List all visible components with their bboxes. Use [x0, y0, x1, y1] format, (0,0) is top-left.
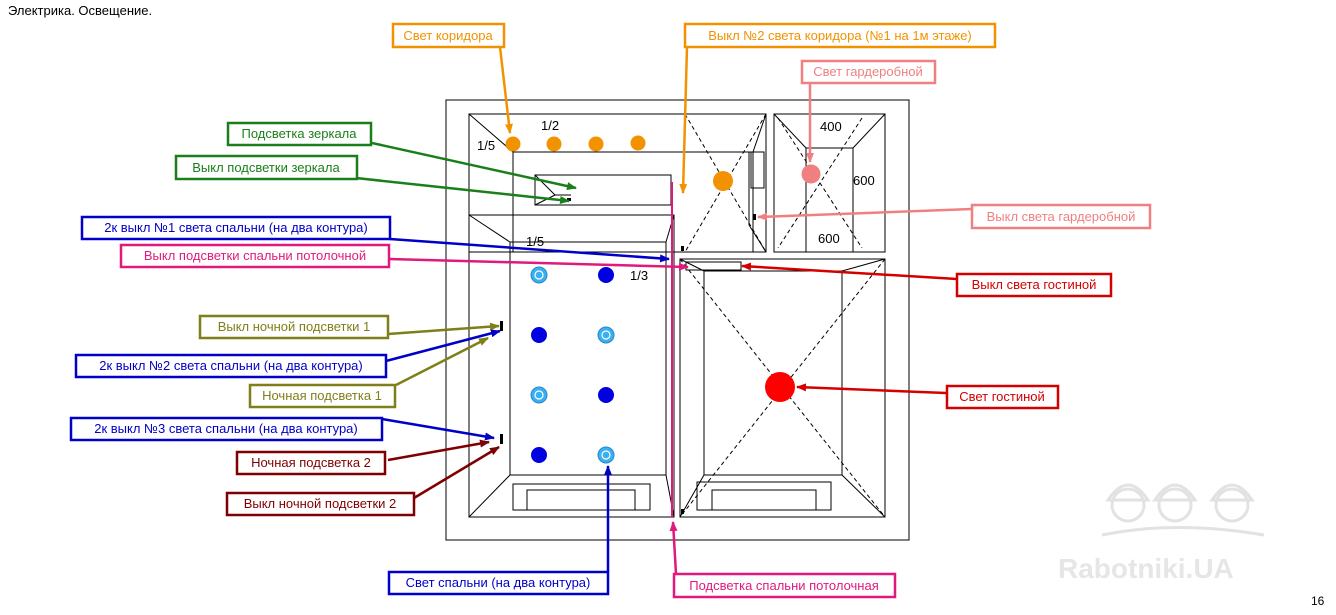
bedroom-light-outer-circuit [530, 266, 615, 464]
svg-text:Выкл света гостиной: Выкл света гостиной [972, 277, 1097, 292]
switch-mark [681, 246, 684, 251]
callout-bedroom-ceiling-switch: Выкл подсветки спальни потолочной [119, 243, 391, 269]
switch-mark [753, 214, 756, 220]
arrow-bedroom-switch-2 [385, 329, 501, 363]
callout-mirror-backlight-switch: Выкл подсветки зеркала [174, 154, 359, 181]
callout-wardrobe-light: Свет гардеробной [800, 59, 937, 85]
corridor-light [546, 136, 562, 152]
callout-bedroom-ceiling-light: Подсветка спальни потолочная [672, 572, 897, 599]
svg-text:Свет спальни (на два контура): Свет спальни (на два контура) [406, 575, 591, 590]
callout-bedroom-switch-3: 2к выкл №3 света спальни (на два контура… [69, 416, 384, 442]
bedroom-light [531, 447, 547, 463]
callout-night-switch-1: Выкл ночной подсветки 1 [198, 314, 390, 340]
arrow-corridor-switch-2 [679, 46, 689, 194]
svg-text:Подсветка зеркала: Подсветка зеркала [242, 126, 358, 141]
corridor-light [588, 136, 604, 152]
callout-corridor-switch-2: Выкл №2 света коридора (№1 на 1м этаже) [683, 22, 997, 49]
corridor-light [505, 136, 521, 152]
callout-night-light-2: Ночная подсветка 2 [235, 450, 387, 476]
svg-text:2к выкл №2 света спальни (на д: 2к выкл №2 света спальни (на два контура… [99, 358, 363, 373]
page-title: Электрика. Освещение. [8, 3, 153, 18]
callout-wardrobe-switch: Выкл света гардеробной [970, 203, 1152, 230]
callout-night-light-1: Ночная подсветка 1 [248, 383, 397, 409]
dimension-400: 400 [820, 119, 842, 134]
bedroom-light [598, 387, 614, 403]
dimension-1-3: 1/3 [630, 268, 648, 283]
floor-plan-walls [445, 99, 910, 541]
svg-text:2к выкл №1 света спальни (на д: 2к выкл №1 света спальни (на два контура… [104, 220, 368, 235]
bedroom-light-ring [534, 390, 544, 400]
bedroom-light [597, 326, 615, 344]
arrow-mirror-backlight-switch [355, 176, 570, 205]
callout-bedroom-light: Свет спальни (на два контура) [387, 570, 610, 596]
bedroom-light [530, 266, 548, 284]
dimension-600-bottom: 600 [818, 231, 840, 246]
svg-text:Ночная подсветка 1: Ночная подсветка 1 [262, 388, 382, 403]
arrow-bedroom-ceiling-switch [388, 257, 689, 271]
arrow-living-light [796, 383, 947, 395]
callout-mirror-backlight: Подсветка зеркала [226, 121, 373, 147]
arrow-mirror-backlight [371, 141, 577, 190]
arrow-bedroom-switch-1 [389, 237, 670, 263]
svg-text:Выкл №2 света коридора (№1 на: Выкл №2 света коридора (№1 на 1м этаже) [708, 28, 972, 43]
arrow-living-switch [741, 262, 958, 281]
callout-corridor-light: Свет коридора [391, 22, 506, 49]
page-number: 16 [1311, 594, 1325, 608]
living-room-light [765, 372, 795, 402]
arrow-night-switch-2 [413, 445, 500, 500]
switch-mark [500, 434, 503, 444]
arrow-night-light-1 [395, 336, 489, 387]
dimension-600-right: 600 [853, 173, 875, 188]
callout-bedroom-switch-1: 2к выкл №1 света спальни (на два контура… [80, 215, 392, 241]
arrow-wardrobe-switch [757, 207, 973, 221]
arrow-night-switch-1 [387, 322, 500, 336]
dimension-1-5-mid: 1/5 [526, 234, 544, 249]
arrow-corridor-light [498, 46, 513, 134]
bedroom-light-ring [601, 330, 611, 340]
wardrobe-light [801, 164, 821, 184]
svg-text:Выкл ночной подсветки 2: Выкл ночной подсветки 2 [244, 496, 397, 511]
svg-text:Подсветка спальни потолочная: Подсветка спальни потолочная [689, 578, 879, 593]
bedroom-light [531, 327, 547, 343]
corridor-light [713, 171, 733, 191]
svg-text:Выкл света гардеробной: Выкл света гардеробной [987, 209, 1136, 224]
svg-text:Ночная подсветка 2: Ночная подсветка 2 [251, 455, 371, 470]
svg-text:Свет гостиной: Свет гостиной [959, 389, 1045, 404]
dimension-1-2: 1/2 [541, 118, 559, 133]
leader-arrows [355, 46, 973, 575]
switch-mark [681, 509, 684, 514]
svg-text:Выкл подсветки спальни потолоч: Выкл подсветки спальни потолочной [144, 248, 366, 263]
callout-bedroom-switch-2: 2к выкл №2 света спальни (на два контура… [74, 353, 388, 379]
callout-living-light: Свет гостиной [945, 384, 1060, 410]
bedroom-lights [530, 266, 615, 464]
bedroom-light-ring [534, 270, 544, 280]
arrow-bedroom-switch-3 [381, 417, 495, 441]
bedroom-light [597, 446, 615, 464]
svg-text:2к выкл №3 света спальни (на д: 2к выкл №3 света спальни (на два контура… [94, 421, 358, 436]
arrow-bedroom-ceiling-light [669, 521, 678, 575]
callout-living-switch: Выкл света гостиной [955, 272, 1113, 298]
bedroom-light [598, 267, 614, 283]
dimension-1-5-top: 1/5 [477, 138, 495, 153]
arrow-night-light-2 [387, 439, 490, 462]
svg-text:Свет коридора: Свет коридора [403, 28, 493, 43]
corridor-light [630, 135, 646, 151]
watermark-logo [1101, 483, 1265, 537]
bedroom-light-inner-circuit [531, 267, 614, 463]
callout-night-switch-2: Выкл ночной подсветки 2 [225, 491, 416, 517]
corridor-lights [505, 135, 733, 191]
svg-text:Выкл ночной подсветки 1: Выкл ночной подсветки 1 [218, 319, 371, 334]
bedroom-light [530, 386, 548, 404]
bedroom-light-ring [601, 450, 611, 460]
switch-mark [500, 321, 503, 331]
svg-text:Свет гардеробной: Свет гардеробной [813, 64, 923, 79]
svg-text:Выкл подсветки зеркала: Выкл подсветки зеркала [192, 160, 340, 175]
watermark-text: Rabotniki.UA [1058, 553, 1234, 584]
